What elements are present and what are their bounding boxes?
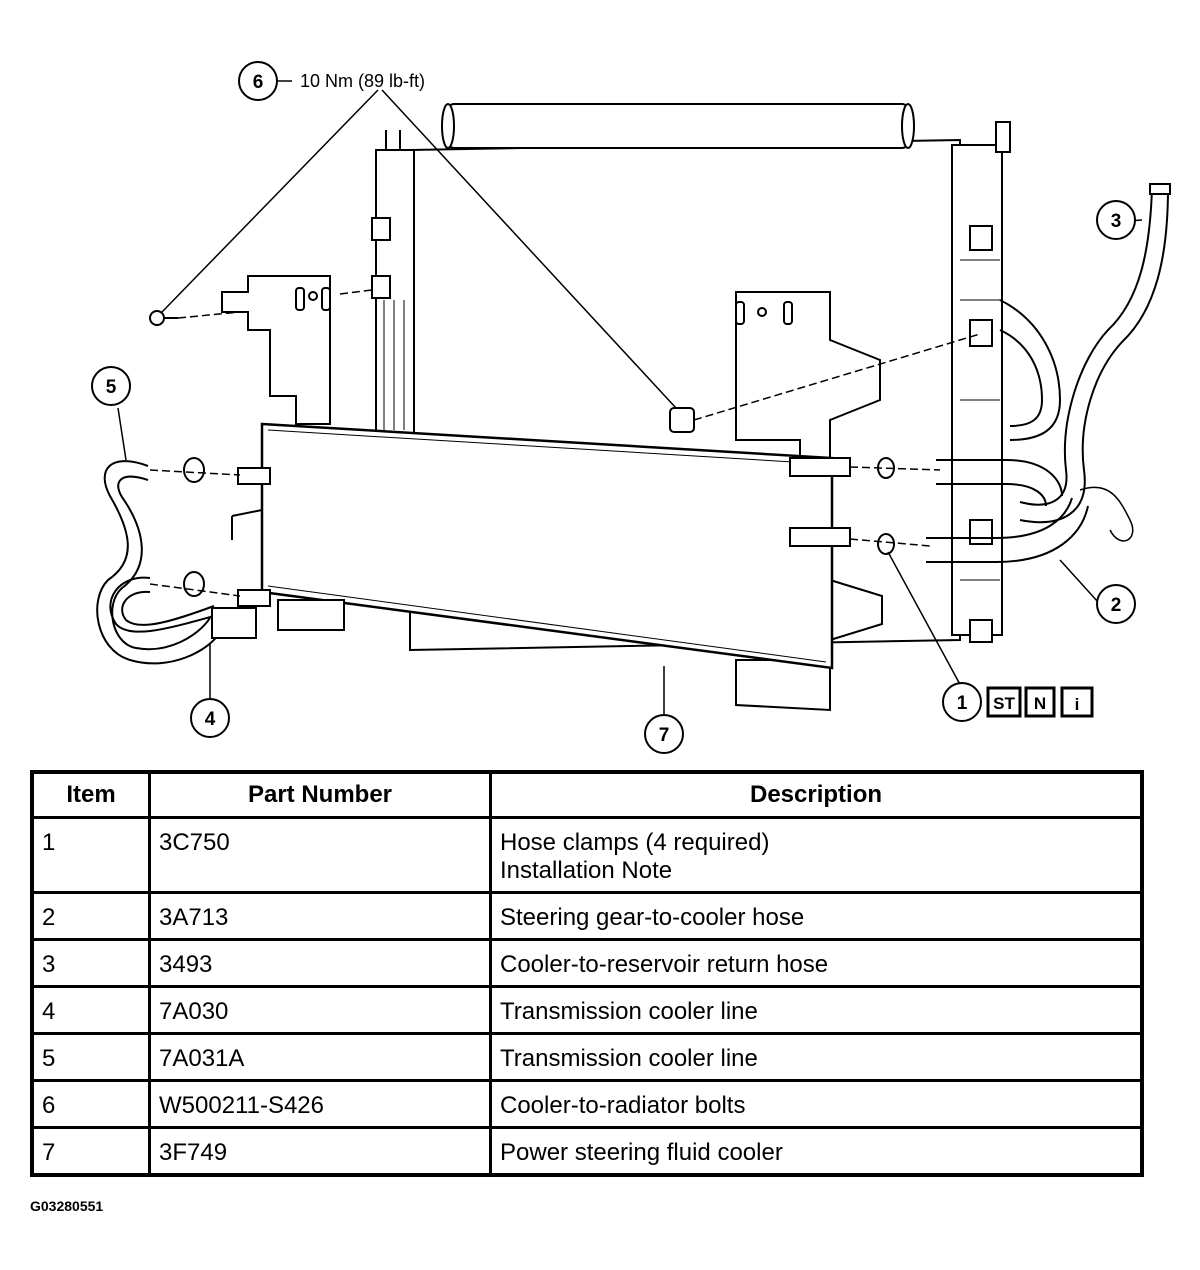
table-row: 5 7A031A Transmission cooler line [30,1032,1144,1082]
figure-code: G03280551 [30,1198,104,1214]
cooler-to-radiator-bolts [149,289,981,433]
item-cell: 5 [30,1032,151,1082]
svg-text:5: 5 [106,377,117,398]
table-row: 3 3493 Cooler-to-reservoir return hose [30,938,1144,988]
part-number-cell: 3A713 [148,891,492,941]
table-row: 1 3C750 Hose clamps (4 required) Install… [30,816,1144,894]
description-cell: Transmission cooler line [489,1032,1144,1082]
transmission-cooler-lines [96,460,257,665]
description-cell: Steering gear-to-cooler hose [489,891,1144,941]
svg-text:2: 2 [1111,595,1122,616]
svg-text:6: 6 [253,72,264,93]
description-cell: Cooler-to-radiator bolts [489,1079,1144,1129]
table-row: 7 3F749 Power steering fluid cooler [30,1126,1144,1177]
part-number-cell: 7A030 [148,985,492,1035]
svg-text:N: N [1034,694,1046,713]
callout-5: 5 [91,366,131,406]
new-part-symbol: N [1024,686,1056,718]
item-cell: 7 [30,1126,151,1177]
header-description: Description [489,770,1144,819]
item-cell: 2 [30,891,151,941]
part-number-cell: 3F749 [148,1126,492,1177]
callout-2: 2 [1096,584,1136,624]
svg-text:4: 4 [205,709,216,730]
item-cell: 3 [30,938,151,988]
table-row: 2 3A713 Steering gear-to-cooler hose [30,891,1144,941]
item-cell: 1 [30,816,151,894]
part-number-cell: W500211-S426 [148,1079,492,1129]
exploded-view-diagram: 6 10 Nm (89 lb-ft) 3 5 2 4 7 1 ST N i [91,61,1171,754]
header-part-number: Part Number [148,770,492,819]
torque-spec-label: 10 Nm (89 lb-ft) [300,71,425,91]
item-cell: 4 [30,985,151,1035]
right-fittings [789,457,941,555]
table-row: 6 W500211-S426 Cooler-to-radiator bolts [30,1079,1144,1129]
steering-and-return-hoses [926,183,1171,563]
callout-7: 7 [644,714,684,754]
item-cell: 6 [30,1079,151,1129]
description-cell: Cooler-to-reservoir return hose [489,938,1144,988]
svg-text:ST: ST [993,694,1015,713]
description-cell: Hose clamps (4 required) Installation No… [489,816,1144,894]
info-symbol: i [1060,686,1094,718]
table-header-row: Item Part Number Description [30,770,1144,819]
header-item: Item [30,770,151,819]
description-cell: Transmission cooler line [489,985,1144,1035]
part-number-cell: 3493 [148,938,492,988]
svg-text:1: 1 [957,693,968,714]
svg-text:i: i [1075,695,1080,714]
table-row: 4 7A030 Transmission cooler line [30,985,1144,1035]
callout-4: 4 [190,698,230,738]
left-mounting-bracket [221,275,331,425]
special-tool-symbol: ST [986,686,1022,718]
callout-3: 3 [1096,200,1136,240]
left-fittings [149,457,271,607]
description-cell: Power steering fluid cooler [489,1126,1144,1177]
part-number-cell: 3C750 [148,816,492,894]
callout-1: 1 [942,682,982,722]
svg-text:7: 7 [659,725,670,746]
callout-6: 6 10 Nm (89 lb-ft) [238,61,425,101]
leader-lines [117,89,1143,718]
power-steering-fluid-cooler [231,422,834,670]
part-number-cell: 7A031A [148,1032,492,1082]
parts-table: Item Part Number Description 1 3C750 Hos… [30,770,1144,1177]
svg-text:3: 3 [1111,211,1122,232]
